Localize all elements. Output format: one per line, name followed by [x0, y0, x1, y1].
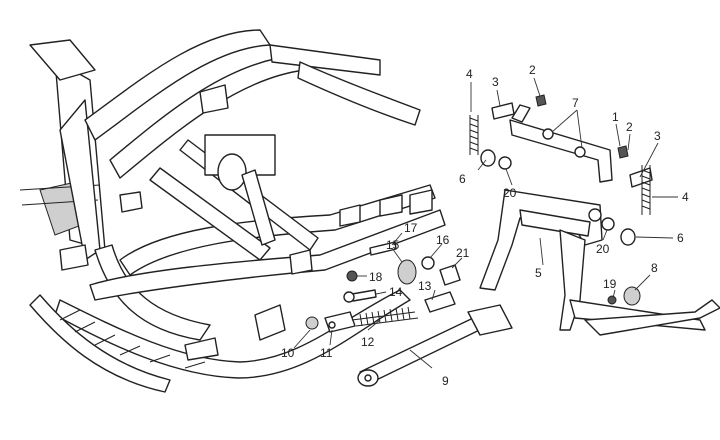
center-stand-assembly	[469, 94, 720, 336]
side-stand-parts	[305, 241, 513, 387]
label-1: 1	[612, 110, 619, 124]
leader-lines	[293, 77, 678, 369]
label-8: 8	[651, 261, 658, 275]
label-3-left: 3	[492, 75, 499, 89]
label-10: 10	[281, 346, 295, 360]
label-2-left: 2	[529, 63, 536, 77]
label-18: 18	[369, 270, 383, 284]
label-9: 9	[442, 374, 449, 388]
label-21: 21	[456, 246, 470, 260]
label-4-left: 4	[466, 67, 473, 81]
label-7: 7	[572, 96, 579, 110]
label-2-right: 2	[626, 120, 633, 134]
label-20-left: 20	[503, 186, 517, 200]
label-6-right: 6	[677, 231, 684, 245]
scooter-frame	[19, 29, 446, 393]
label-4-right: 4	[682, 190, 689, 204]
label-20-right: 20	[596, 242, 610, 256]
callout-labels: 4 3 2 7 1 2 3 4 6 20 5 20 6 8 19 9 12 11…	[281, 63, 689, 388]
label-11: 11	[320, 346, 333, 360]
label-17: 17	[404, 221, 418, 235]
label-5: 5	[535, 266, 542, 280]
label-13: 13	[418, 279, 432, 293]
label-14: 14	[389, 285, 403, 299]
label-15: 15	[386, 238, 400, 252]
label-12: 12	[361, 335, 375, 349]
label-3-right: 3	[654, 129, 661, 143]
label-16: 16	[436, 233, 450, 247]
label-6-left: 6	[459, 172, 466, 186]
label-19: 19	[603, 277, 617, 291]
